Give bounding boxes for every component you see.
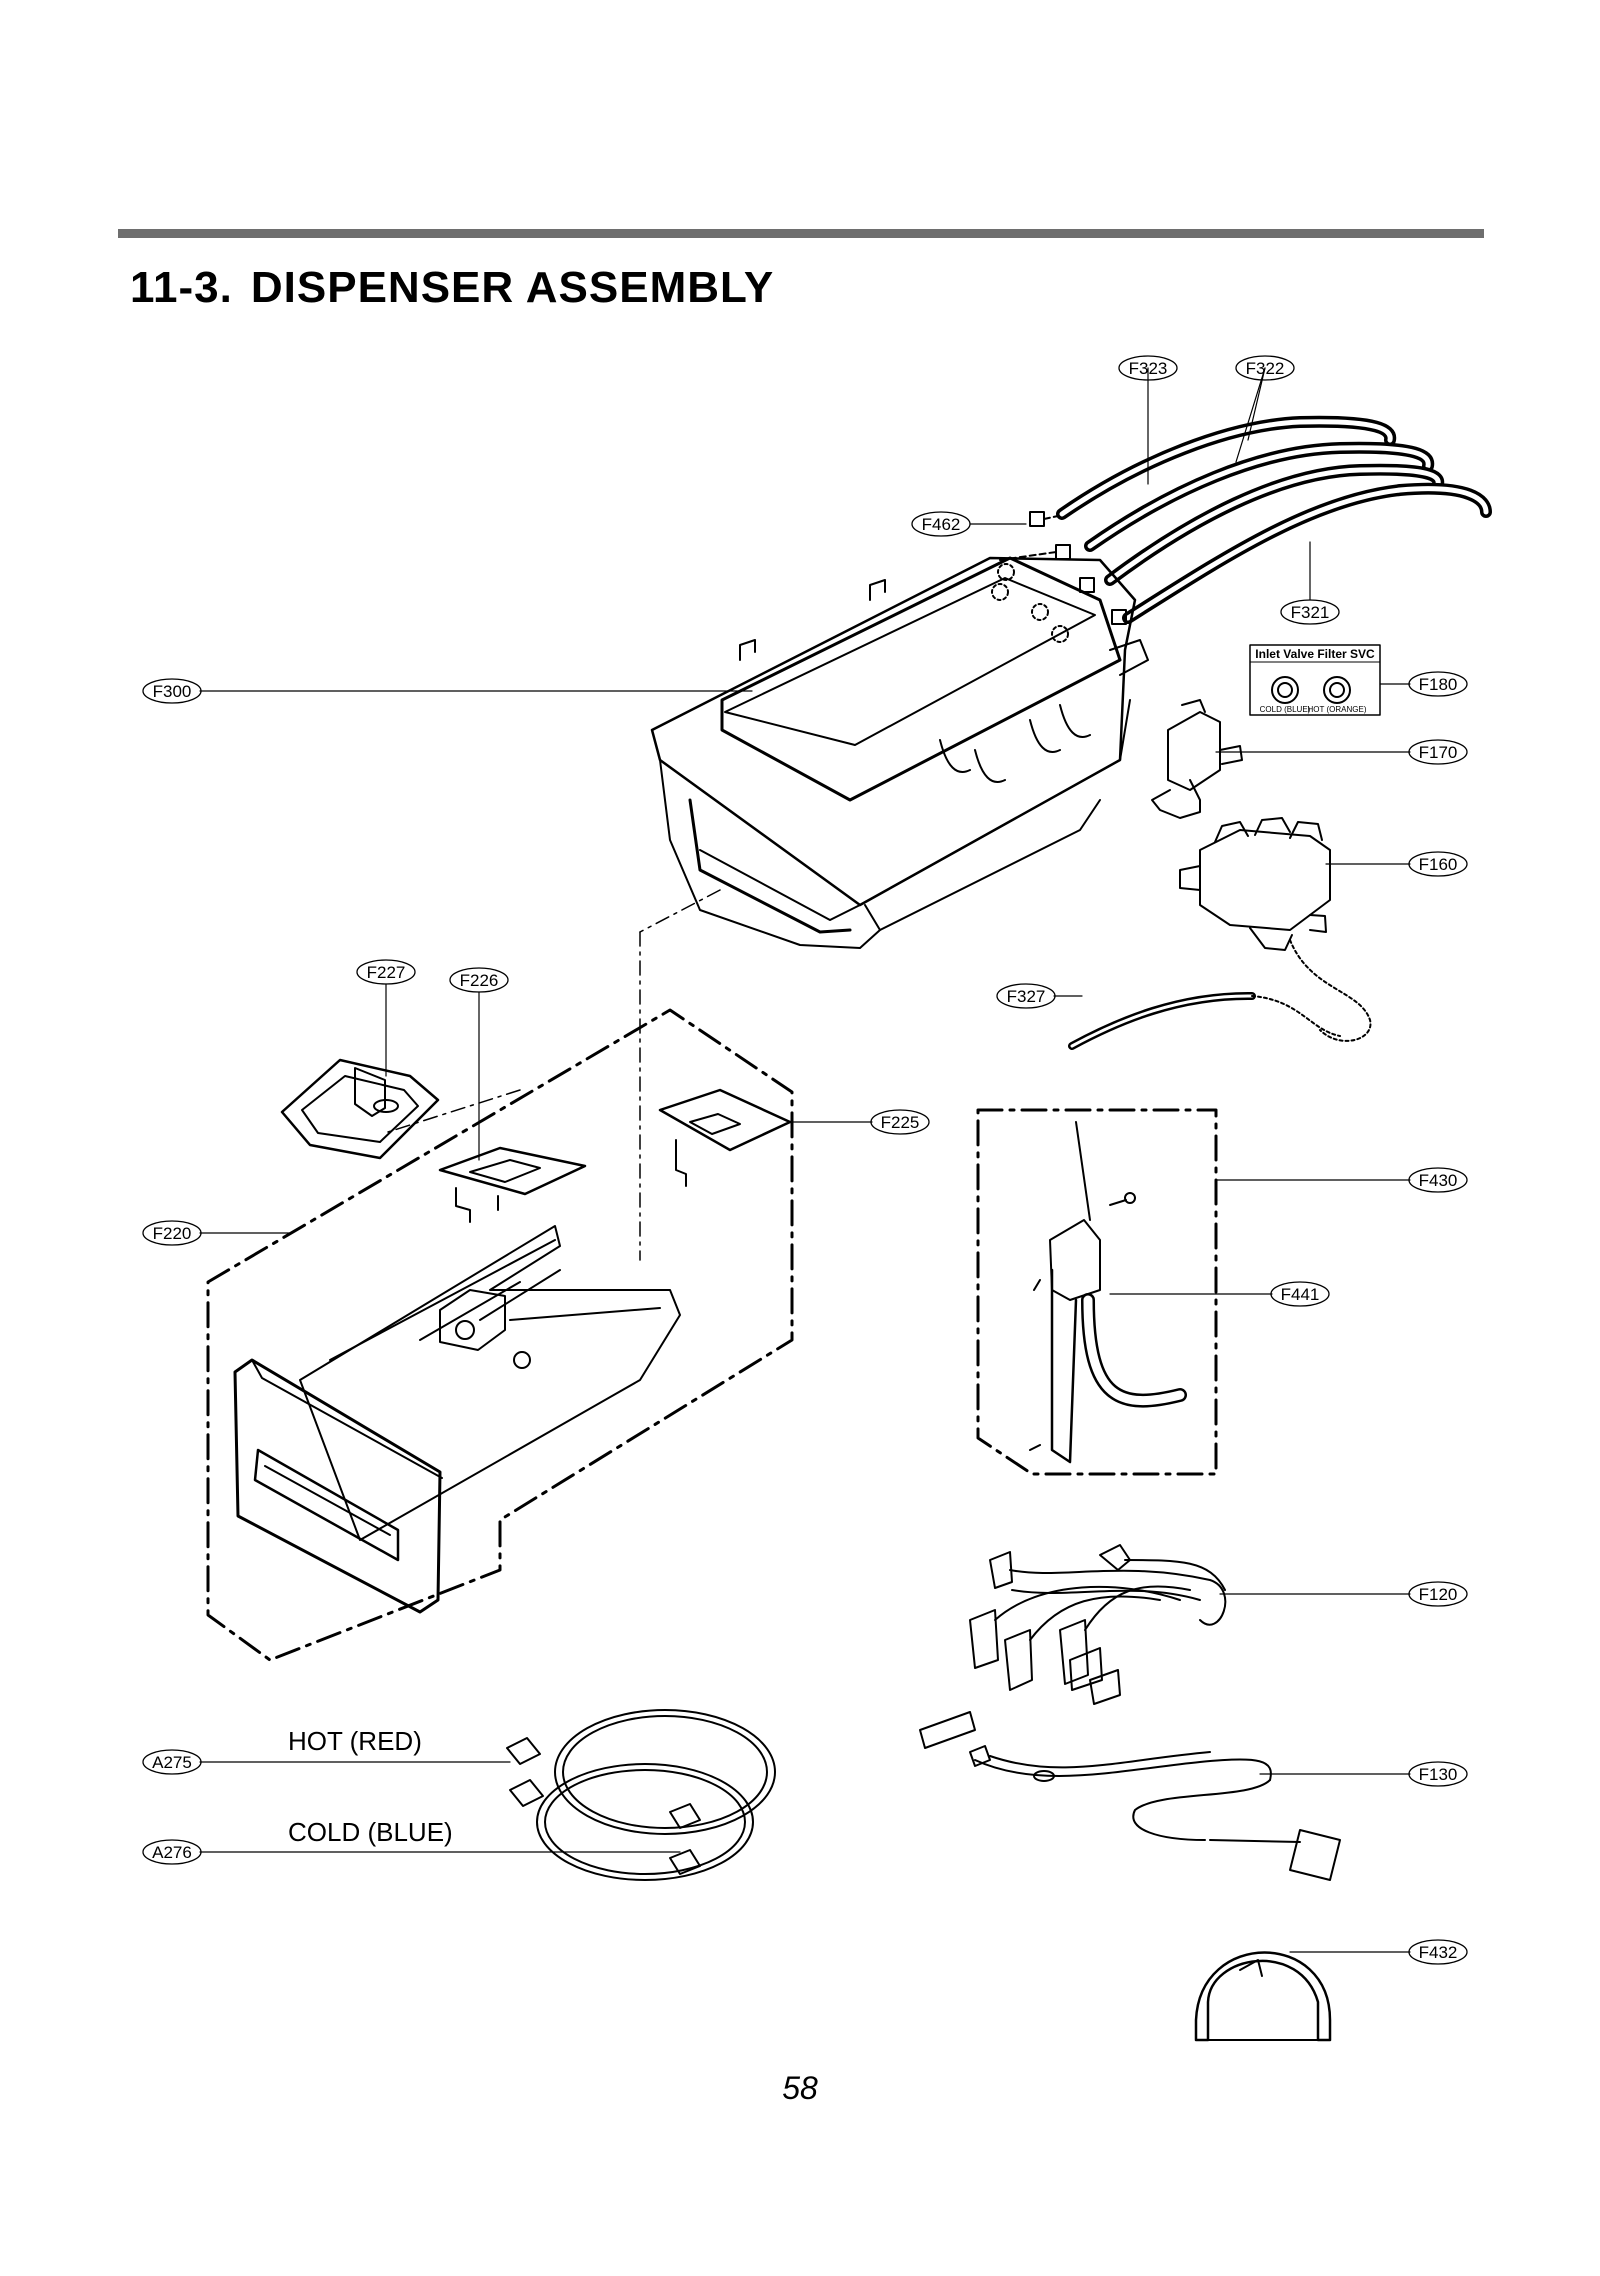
callout-f225: F225: [881, 1113, 920, 1132]
callout-f430: F430: [1419, 1171, 1458, 1190]
section-number: 11-3.: [130, 263, 233, 312]
callout-f462: F462: [922, 515, 961, 534]
inlet-hoses-drawing: [999, 415, 1492, 625]
hot-hose-label: HOT (RED): [288, 1726, 422, 1756]
guide-lines-drawing: [387, 889, 721, 1261]
hose-bracket-drawing: [1194, 1951, 1332, 2042]
siphon-caps-drawing: [280, 1058, 792, 1223]
callout-ovals: [142, 355, 1468, 1965]
callout-f300: F300: [153, 682, 192, 701]
callout-f227: F227: [367, 963, 406, 982]
callout-a276: A276: [152, 1843, 192, 1862]
callout-f226: F226: [460, 971, 499, 990]
callout-f432: F432: [1419, 1943, 1458, 1962]
header-rule: [118, 229, 1484, 238]
filter-box-drawing: [1249, 644, 1381, 716]
drawer-group-outline: [206, 1008, 794, 1662]
dispenser-housing-drawing: [650, 556, 1149, 949]
page-title: 11-3. DISPENSER ASSEMBLY: [130, 263, 774, 313]
callout-f160: F160: [1419, 855, 1458, 874]
detergent-drawer-drawing: [233, 1225, 681, 1614]
cold-hose-label: COLD (BLUE): [288, 1817, 453, 1847]
callout-f130: F130: [1419, 1765, 1458, 1784]
multi-valve-drawing: [1179, 817, 1372, 1042]
callout-f323: F323: [1129, 359, 1168, 378]
wire-harness-drawing: [969, 1544, 1227, 1705]
page-number: 58: [782, 2070, 818, 2106]
filter-box-title: Inlet Valve Filter SVC: [1255, 647, 1375, 661]
drain-tube-drawing: [1068, 991, 1341, 1050]
callout-f220: F220: [153, 1224, 192, 1243]
single-valve-drawing: [1151, 699, 1243, 819]
callout-f321: F321: [1291, 603, 1330, 622]
callout-f120: F120: [1419, 1585, 1458, 1604]
callout-f180: F180: [1419, 675, 1458, 694]
callout-f441: F441: [1281, 1285, 1320, 1304]
sensor-harness-drawing: [919, 1711, 1341, 1881]
filter-cold-label: COLD (BLUE): [1260, 705, 1311, 714]
filter-hot-label: HOT (ORANGE): [1308, 705, 1367, 714]
section-title: DISPENSER ASSEMBLY: [250, 263, 775, 312]
leader-lines: [199, 367, 1411, 1953]
callout-f327: F327: [1007, 987, 1046, 1006]
callout-f170: F170: [1419, 743, 1458, 762]
callout-a275: A275: [152, 1753, 192, 1772]
drain-hose-group-outline: [976, 1108, 1218, 1476]
drain-hose-drawing: [1029, 1121, 1187, 1464]
water-hoses-drawing: [506, 1709, 776, 1881]
callout-f322: F322: [1246, 359, 1285, 378]
